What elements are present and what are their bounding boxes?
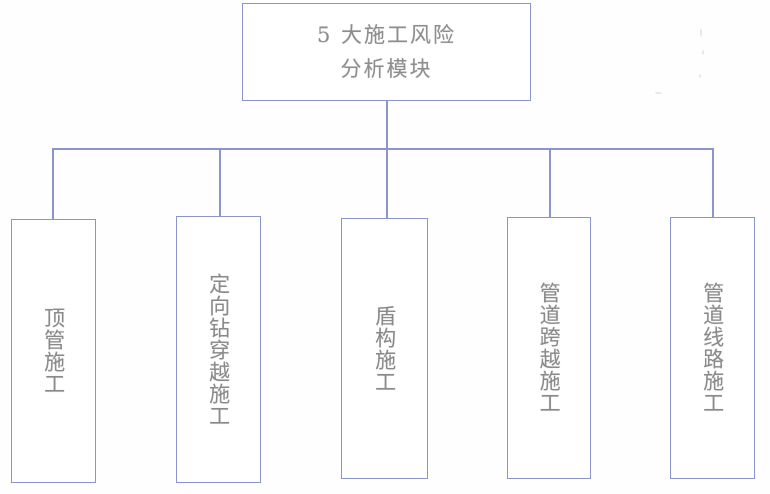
scan-speckle bbox=[702, 50, 704, 55]
child-node-2-label: 定向钻穿越施工 bbox=[206, 272, 231, 427]
connector-drop-4 bbox=[549, 148, 551, 218]
child-node-2[interactable]: 定向钻穿越施工 bbox=[176, 216, 261, 483]
child-node-5-label: 管道线路施工 bbox=[700, 282, 725, 414]
scan-speckle bbox=[700, 28, 702, 37]
connector-drop-2 bbox=[219, 148, 221, 217]
child-node-4-label: 管道跨越施工 bbox=[537, 282, 562, 414]
child-node-5[interactable]: 管道线路施工 bbox=[670, 217, 755, 479]
connector-bus bbox=[52, 148, 713, 150]
child-node-1-label: 顶管施工 bbox=[41, 307, 66, 395]
connector-root-stem bbox=[386, 100, 388, 149]
child-node-3[interactable]: 盾构施工 bbox=[341, 218, 428, 479]
child-node-1[interactable]: 顶管施工 bbox=[11, 219, 96, 483]
root-node-label: 5 大施工风险 分析模块 bbox=[316, 23, 457, 81]
connector-drop-5 bbox=[712, 148, 714, 218]
scan-speckle bbox=[699, 74, 701, 78]
connector-drop-1 bbox=[52, 148, 54, 220]
child-node-3-label: 盾构施工 bbox=[372, 304, 397, 393]
connector-drop-3 bbox=[386, 148, 388, 219]
scan-speckle bbox=[655, 92, 662, 94]
child-node-4[interactable]: 管道跨越施工 bbox=[507, 217, 591, 479]
root-node[interactable]: 5 大施工风险 分析模块 bbox=[242, 3, 531, 101]
